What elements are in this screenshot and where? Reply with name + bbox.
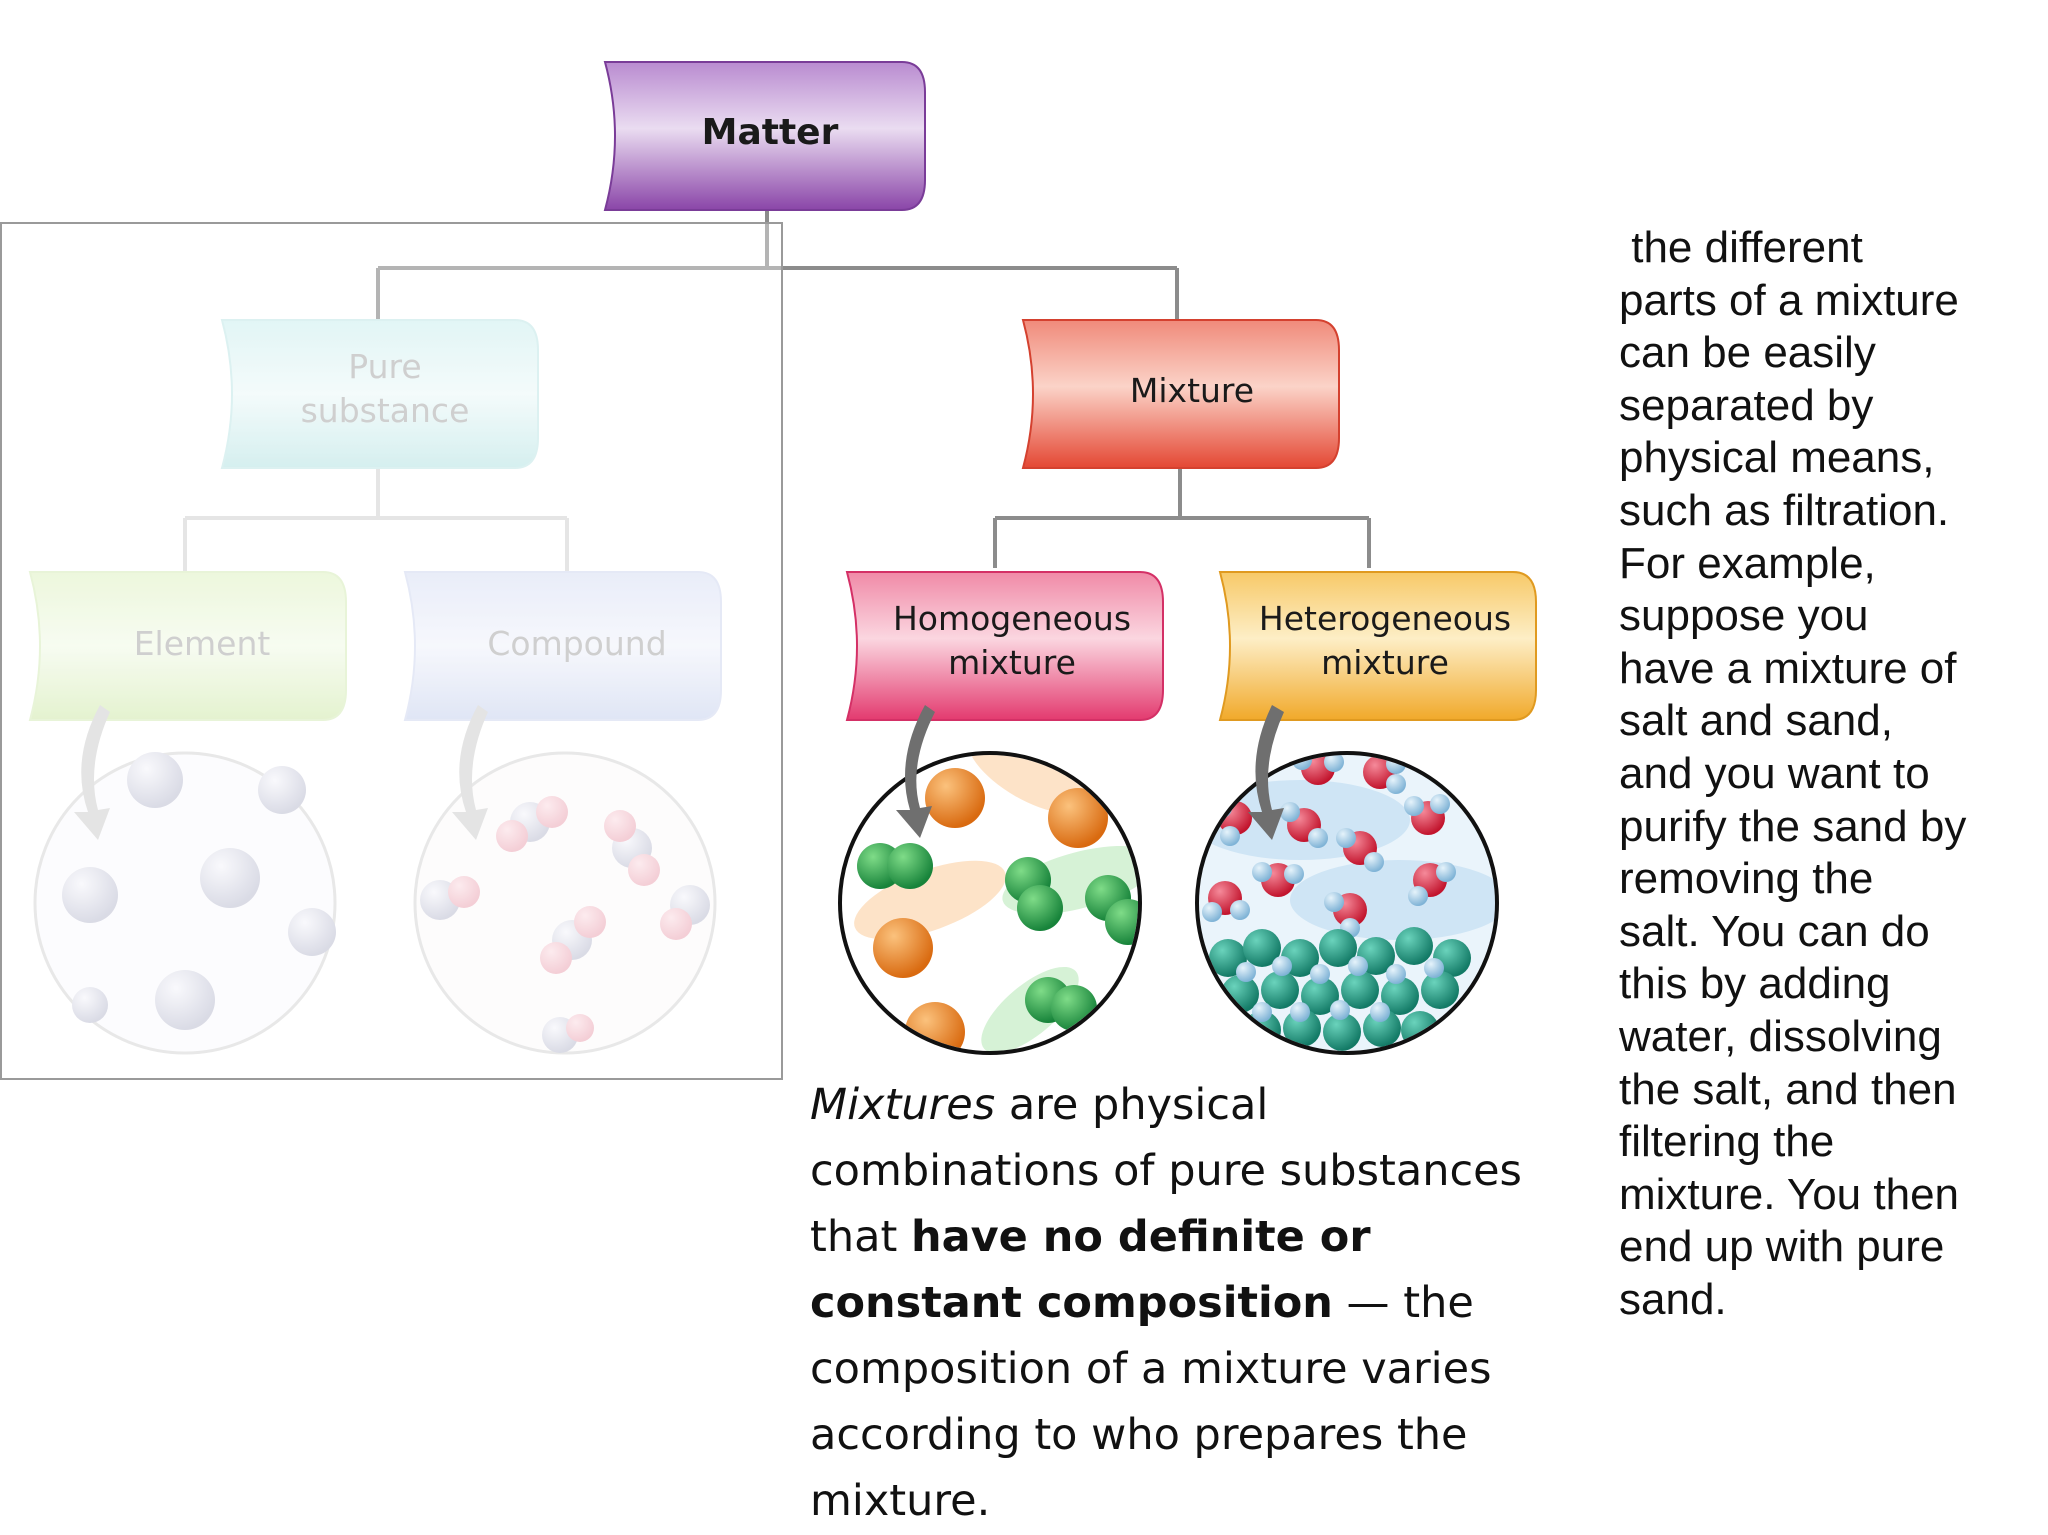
settled-particles xyxy=(1209,927,1471,1051)
orange-particle xyxy=(873,918,933,978)
pointer-arrow xyxy=(1248,705,1284,840)
water-molecule xyxy=(1280,802,1328,848)
element-node xyxy=(28,571,347,721)
homogeneous-label-line1: Homogeneous xyxy=(893,599,1131,638)
caption-emphasis: have no definite or constant composition xyxy=(810,1212,1371,1328)
heterogeneous-label-line1: Heterogeneous xyxy=(1259,599,1511,638)
caption-text-2: — the composition of a mixture varies ac… xyxy=(810,1278,1492,1526)
heterogeneous-mixture-node: Heterogeneous mixture xyxy=(1218,571,1537,721)
matter-node: Matter xyxy=(603,61,926,211)
caption-term-mixtures: Mixtures xyxy=(810,1080,996,1130)
water-molecule xyxy=(1202,881,1250,922)
pure-substance-branch-faded: Pure substance Element Compound xyxy=(28,319,722,1055)
element-particle-view xyxy=(33,705,337,1055)
water-molecule xyxy=(1363,755,1406,794)
pure-substance-label-line2: substance xyxy=(301,391,470,430)
water-molecule xyxy=(1404,794,1450,835)
connector-lines xyxy=(376,211,1371,568)
matter-label: Matter xyxy=(702,112,839,153)
orange-particle xyxy=(925,768,985,828)
water-molecule xyxy=(1336,828,1384,872)
caption-text-1: are physical combinations of pure substa… xyxy=(810,1080,1522,1262)
water-molecule xyxy=(1408,862,1456,906)
heterogeneous-particle-view xyxy=(1195,705,1499,1055)
compound-node xyxy=(403,571,722,721)
compound-particle-view xyxy=(413,705,717,1055)
overlay-frame xyxy=(0,222,783,1080)
homogeneous-particle-view xyxy=(838,705,1142,1055)
homogeneous-mixture-node: Homogeneous mixture xyxy=(845,571,1164,721)
pure-substance-node xyxy=(220,319,539,469)
heterogeneous-label-line2: mixture xyxy=(1321,643,1449,682)
element-label: Element xyxy=(134,624,271,663)
homogeneous-label-line2: mixture xyxy=(948,643,1076,682)
green-particle xyxy=(1017,885,1063,931)
mixture-node: Mixture xyxy=(1021,319,1340,469)
green-particle xyxy=(1105,899,1138,945)
orange-particle xyxy=(1048,788,1108,848)
separation-explanation-text: the different parts of a mixture can be … xyxy=(1619,223,1967,1324)
pure-substance-label-line1: Pure xyxy=(348,347,421,386)
green-particle xyxy=(887,843,933,889)
water-molecule xyxy=(1252,862,1304,897)
pointer-arrow xyxy=(896,705,935,838)
mixture-caption: Mixtures are physical combinations of pu… xyxy=(810,1072,1570,1534)
mixture-label: Mixture xyxy=(1130,371,1254,410)
green-particle xyxy=(1051,985,1097,1031)
compound-label: Compound xyxy=(487,624,666,663)
faded-connector-lines xyxy=(183,468,569,572)
